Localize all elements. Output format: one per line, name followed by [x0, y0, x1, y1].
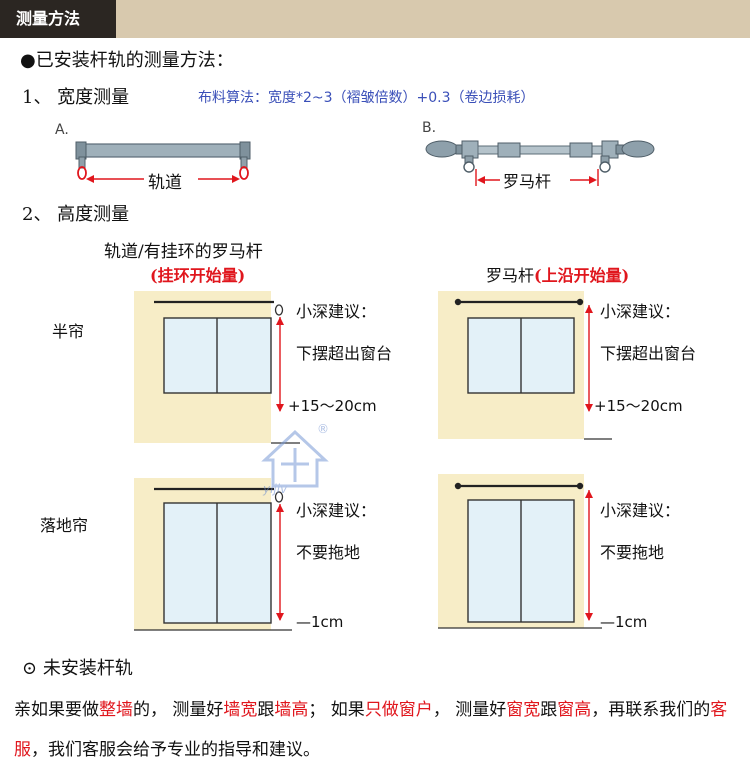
paragraph-text: ， 测量好: [432, 700, 507, 720]
watermark-logo: yijiv ®: [255, 420, 335, 500]
highlight-text: 只做窗户: [364, 700, 433, 720]
rod-label: 罗马杆: [503, 172, 552, 191]
paragraph-text: 亲如果要做: [14, 700, 99, 720]
col-right-title: 罗马杆(上沿开始量): [486, 266, 630, 285]
paragraph-text: 跟: [257, 700, 275, 720]
highlight-text: 客服: [14, 700, 728, 760]
measure-text: +15～20cm: [594, 397, 683, 415]
paragraph-text: ，我们客服会给予专业的指导和建议。: [31, 740, 320, 760]
highlight-text: 墙高: [274, 700, 309, 720]
highlight-text: 窗高: [557, 700, 592, 720]
rod-marker: B.: [422, 120, 437, 136]
installed-heading: ●已安装杆轨的测量方法：: [20, 50, 234, 71]
width-label: 1、 宽度测量: [22, 87, 130, 108]
paragraph-text: ； 如果: [308, 700, 365, 720]
paragraph-text: ，再联系我们的: [591, 700, 711, 720]
highlight-text: 墙宽: [223, 700, 258, 720]
header-bar: [0, 0, 750, 38]
advice-heading: 小深建议：: [296, 501, 377, 520]
advice-text: 不要拖地: [296, 543, 361, 562]
dot-circle-icon: ⊙: [22, 658, 38, 679]
not-installed-paragraph: 亲如果要做整墙的， 测量好墙宽跟墙高； 如果只做窗户， 测量好窗宽跟窗高，再联系…: [14, 690, 736, 770]
highlight-text: 整墙: [99, 700, 133, 720]
height-label: 2、 高度测量: [22, 204, 130, 225]
col-left-title: 轨道/有挂环的罗马杆: [104, 242, 263, 262]
advice-heading: 小深建议：: [600, 302, 681, 321]
advice-heading: 小深建议：: [600, 501, 681, 520]
paragraph-text: 的， 测量好: [133, 700, 224, 720]
col-left-subtitle: (挂环开始量): [150, 266, 246, 285]
watermark-registered: ®: [317, 422, 329, 436]
advice-heading: 小深建议：: [296, 302, 377, 321]
paragraph-text: 跟: [540, 700, 558, 720]
measure-text: —1cm: [296, 613, 344, 631]
not-installed-heading: ⊙ 未安装杆轨: [22, 658, 133, 679]
row-label-half: 半帘: [52, 322, 85, 341]
measure-text: —1cm: [600, 613, 648, 631]
advice-text: 下摆超出窗台: [600, 344, 697, 363]
watermark-text: yijiv: [263, 482, 288, 496]
fabric-formula: 布料算法：宽度*2~3（褶皱倍数）+0.3（卷边损耗）: [198, 90, 535, 106]
measure-text: +15～20cm: [288, 397, 377, 415]
track-marker: A.: [55, 122, 69, 138]
row-label-floor: 落地帘: [40, 516, 89, 535]
track-label: 轨道: [148, 173, 182, 193]
header-title: 测量方法: [0, 0, 116, 38]
advice-text: 不要拖地: [600, 543, 665, 562]
highlight-text: 窗宽: [506, 700, 541, 720]
advice-text: 下摆超出窗台: [296, 344, 393, 363]
bullet-icon: ●: [20, 50, 36, 71]
